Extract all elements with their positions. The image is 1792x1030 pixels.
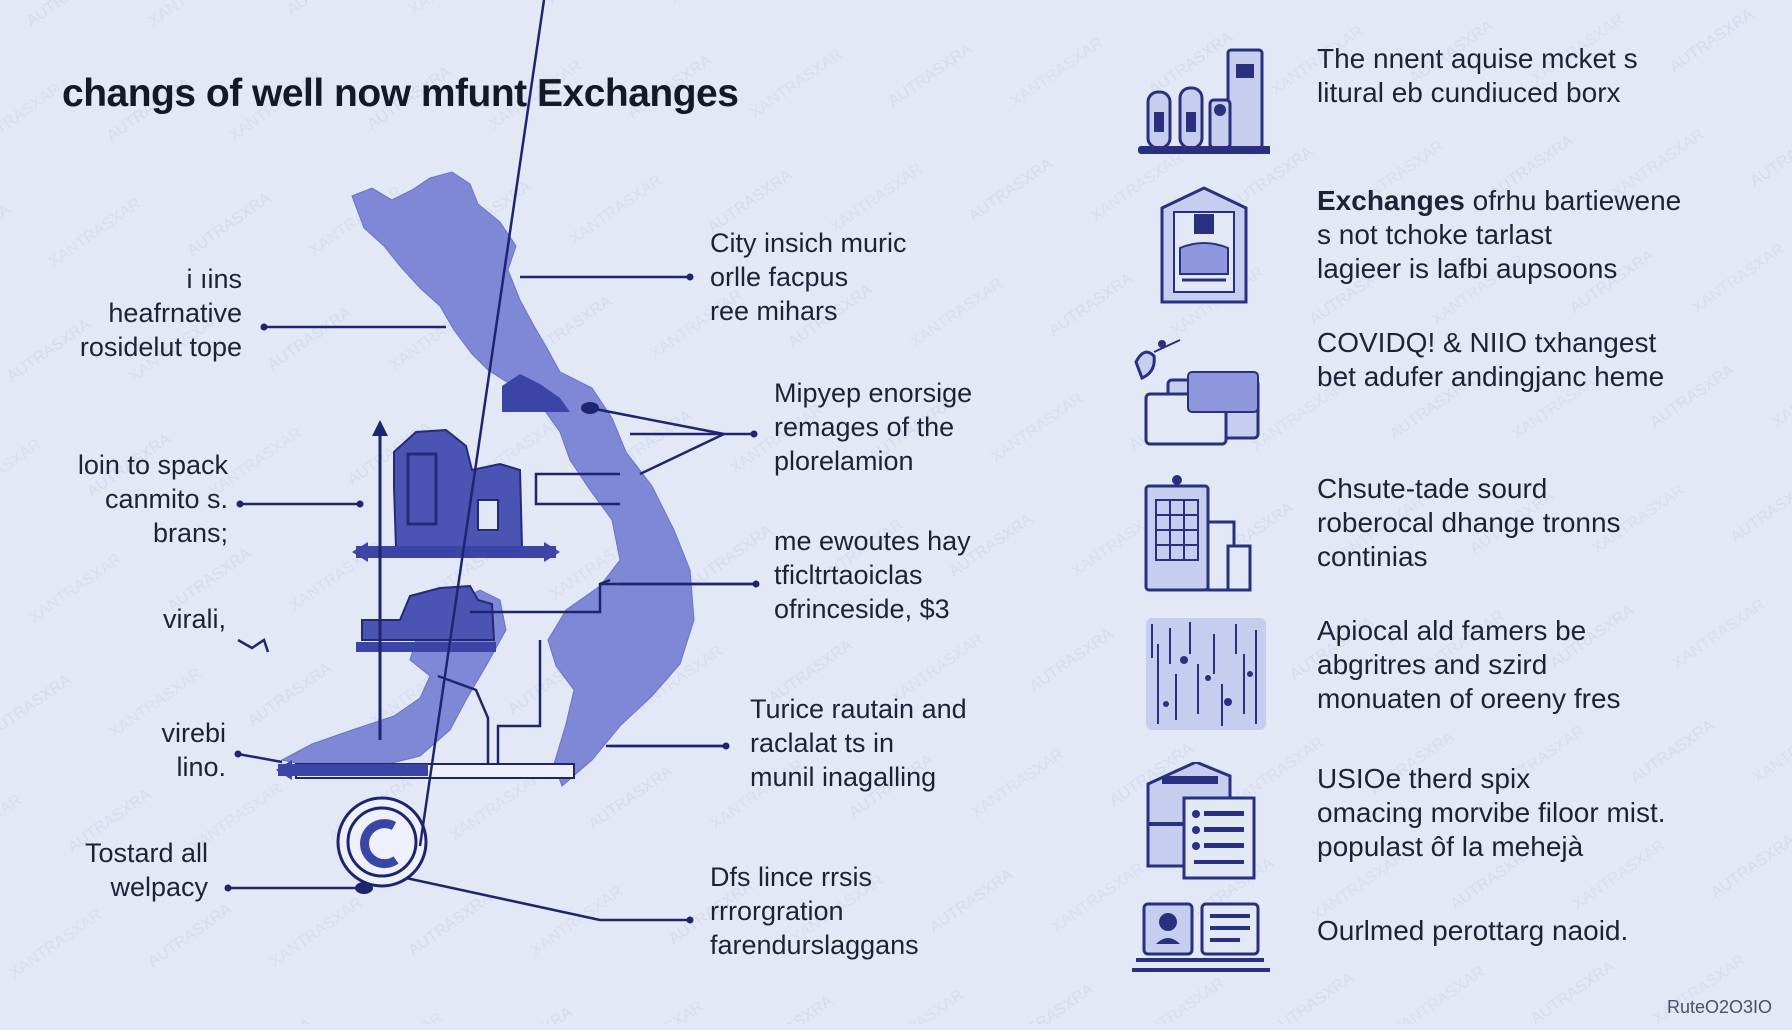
left-label-3: virali, (162, 604, 226, 634)
center-label-4: Turice rautain and raclalat ts in munil … (750, 694, 967, 792)
document-envelope-icon (1160, 186, 1248, 304)
checklist-documents-icon (1146, 762, 1256, 880)
center-label-1: City insich muric orlle facpus ree mihar… (710, 228, 907, 326)
country-map-shape (351, 171, 695, 787)
right-item-7-text: Ourlmed perottarg naoid. (1317, 915, 1629, 946)
left-label-2: loin to spack canmito s. brans; (77, 450, 228, 548)
page-title: changs of well now mfunt Exchanges (62, 72, 739, 115)
left-label-5: Tostard all welpacy (84, 838, 208, 902)
map-highlight-region (502, 374, 570, 412)
center-label-3: me ewoutes hay tficltrtaoiclas ofrincesi… (774, 526, 971, 624)
right-item-2-text: Exchanges ofrhu bartiewene s not tchoke … (1317, 185, 1682, 284)
office-building-icon (1144, 475, 1252, 592)
right-item-1-text: The nnent aquise mcket s litural eb cund… (1317, 43, 1638, 108)
port-building (361, 584, 496, 641)
center-label-5: Dfs lince rrsis rrrorgration farendursla… (710, 862, 919, 960)
right-item-7: Ourlmed perottarg naoid. (1110, 900, 1770, 1030)
footer-code: RuteO2O3IO (1666, 997, 1772, 1017)
right-item-2: Exchanges ofrhu bartiewene s not tchoke … (1110, 184, 1770, 314)
right-item-4: Chsute-tade sourd roberocal dhange tronn… (1110, 472, 1770, 602)
id-card-desk-icon (1132, 902, 1270, 972)
center-label-2: Mipyep enorsige remages of the plorelami… (774, 378, 973, 476)
data-barcode-icon (1146, 618, 1266, 730)
right-item-3-text: COVIDQ! & NIIO txhangest bet adufer andi… (1317, 327, 1665, 392)
laptop-folders-icon (1134, 339, 1260, 446)
right-item-5: Apiocal ald famers be abgritres and szir… (1110, 614, 1770, 744)
left-label-1: i ıins heafrnative rosidelut tope (79, 264, 242, 362)
left-label-4: virebi lino. (161, 718, 226, 782)
factory-building (393, 428, 524, 549)
right-item-6-text: USIOe therd spix omacing morvibe filoor … (1317, 763, 1666, 862)
right-item-1: The nnent aquise mcket s litural eb cund… (1110, 42, 1770, 172)
right-item-6: USIOe therd spix omacing morvibe filoor … (1110, 762, 1770, 892)
right-item-5-text: Apiocal ald famers be abgritres and szir… (1317, 615, 1621, 714)
bank-buildings-icon (1138, 48, 1270, 154)
right-item-3: COVIDQ! & NIIO txhangest bet adufer andi… (1110, 326, 1770, 456)
right-item-4-text: Chsute-tade sourd roberocal dhange tronn… (1317, 473, 1621, 572)
